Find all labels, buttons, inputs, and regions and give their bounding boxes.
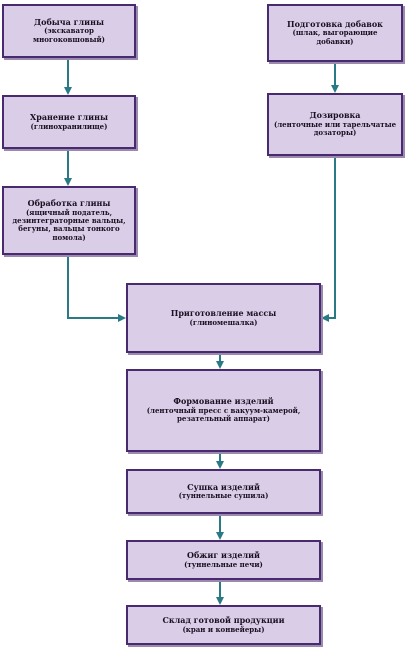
node-forming: Формование изделий (ленточный пресс с ва… <box>126 369 321 452</box>
node-clay-processing-subtitle: (ящичный податель, дезинтеграторные валь… <box>12 207 126 242</box>
node-mass-preparation-subtitle: (глиномешалка) <box>189 317 258 327</box>
node-finished-goods-warehouse: Склад готовой продукции (кран и конвейер… <box>126 605 321 645</box>
node-drying: Сушка изделий (туннельные сушила) <box>126 469 321 514</box>
node-mass-preparation: Приготовление массы (глиномешалка) <box>126 283 321 353</box>
node-clay-extraction-subtitle: (экскаватор многоковшовый) <box>33 26 105 44</box>
node-mass-preparation-title: Приготовление массы <box>170 308 277 318</box>
node-firing-subtitle: (туннельные печи) <box>184 559 263 569</box>
node-additives-preparation: Подготовка добавок (шлак, выгорающие доб… <box>267 4 403 62</box>
node-clay-processing-title: Обработка глины <box>27 197 111 208</box>
node-drying-title: Сушка изделий <box>187 481 260 492</box>
node-clay-storage-title: Хранение глины <box>30 112 108 122</box>
node-dosing: Дозировка (ленточные или тарельчатые доз… <box>267 93 403 156</box>
node-additives-preparation-subtitle: (шлак, выгорающие добавки) <box>292 28 378 46</box>
node-clay-extraction-title: Добыча глины <box>34 16 104 27</box>
node-clay-storage: Хранение глины (глинохранилище) <box>2 95 136 149</box>
node-clay-extraction: Добыча глины (экскаватор многоковшовый) <box>2 4 136 58</box>
node-drying-subtitle: (туннельные сушила) <box>178 491 269 501</box>
node-clay-processing: Обработка глины (ящичный податель, дезин… <box>2 186 136 255</box>
node-firing: Обжиг изделий (туннельные печи) <box>126 540 321 580</box>
node-forming-title: Формование изделий <box>173 396 274 407</box>
edge-dosing-mixing <box>321 156 336 322</box>
node-dosing-subtitle: (ленточные или тарельчатые дозаторы) <box>273 119 397 138</box>
node-firing-title: Обжиг изделий <box>187 550 260 560</box>
node-dosing-title: Дозировка <box>309 110 361 121</box>
node-finished-goods-warehouse-title: Склад готовой продукции <box>162 615 285 625</box>
edge-processing-mixing <box>67 255 126 322</box>
node-clay-storage-subtitle: (глинохранилище) <box>30 121 108 131</box>
node-additives-preparation-title: Подготовка добавок <box>287 18 383 29</box>
node-forming-subtitle: (ленточный пресс с вакуум-камерой, резат… <box>146 405 301 424</box>
node-finished-goods-warehouse-subtitle: (кран и конвейеры) <box>182 624 265 634</box>
